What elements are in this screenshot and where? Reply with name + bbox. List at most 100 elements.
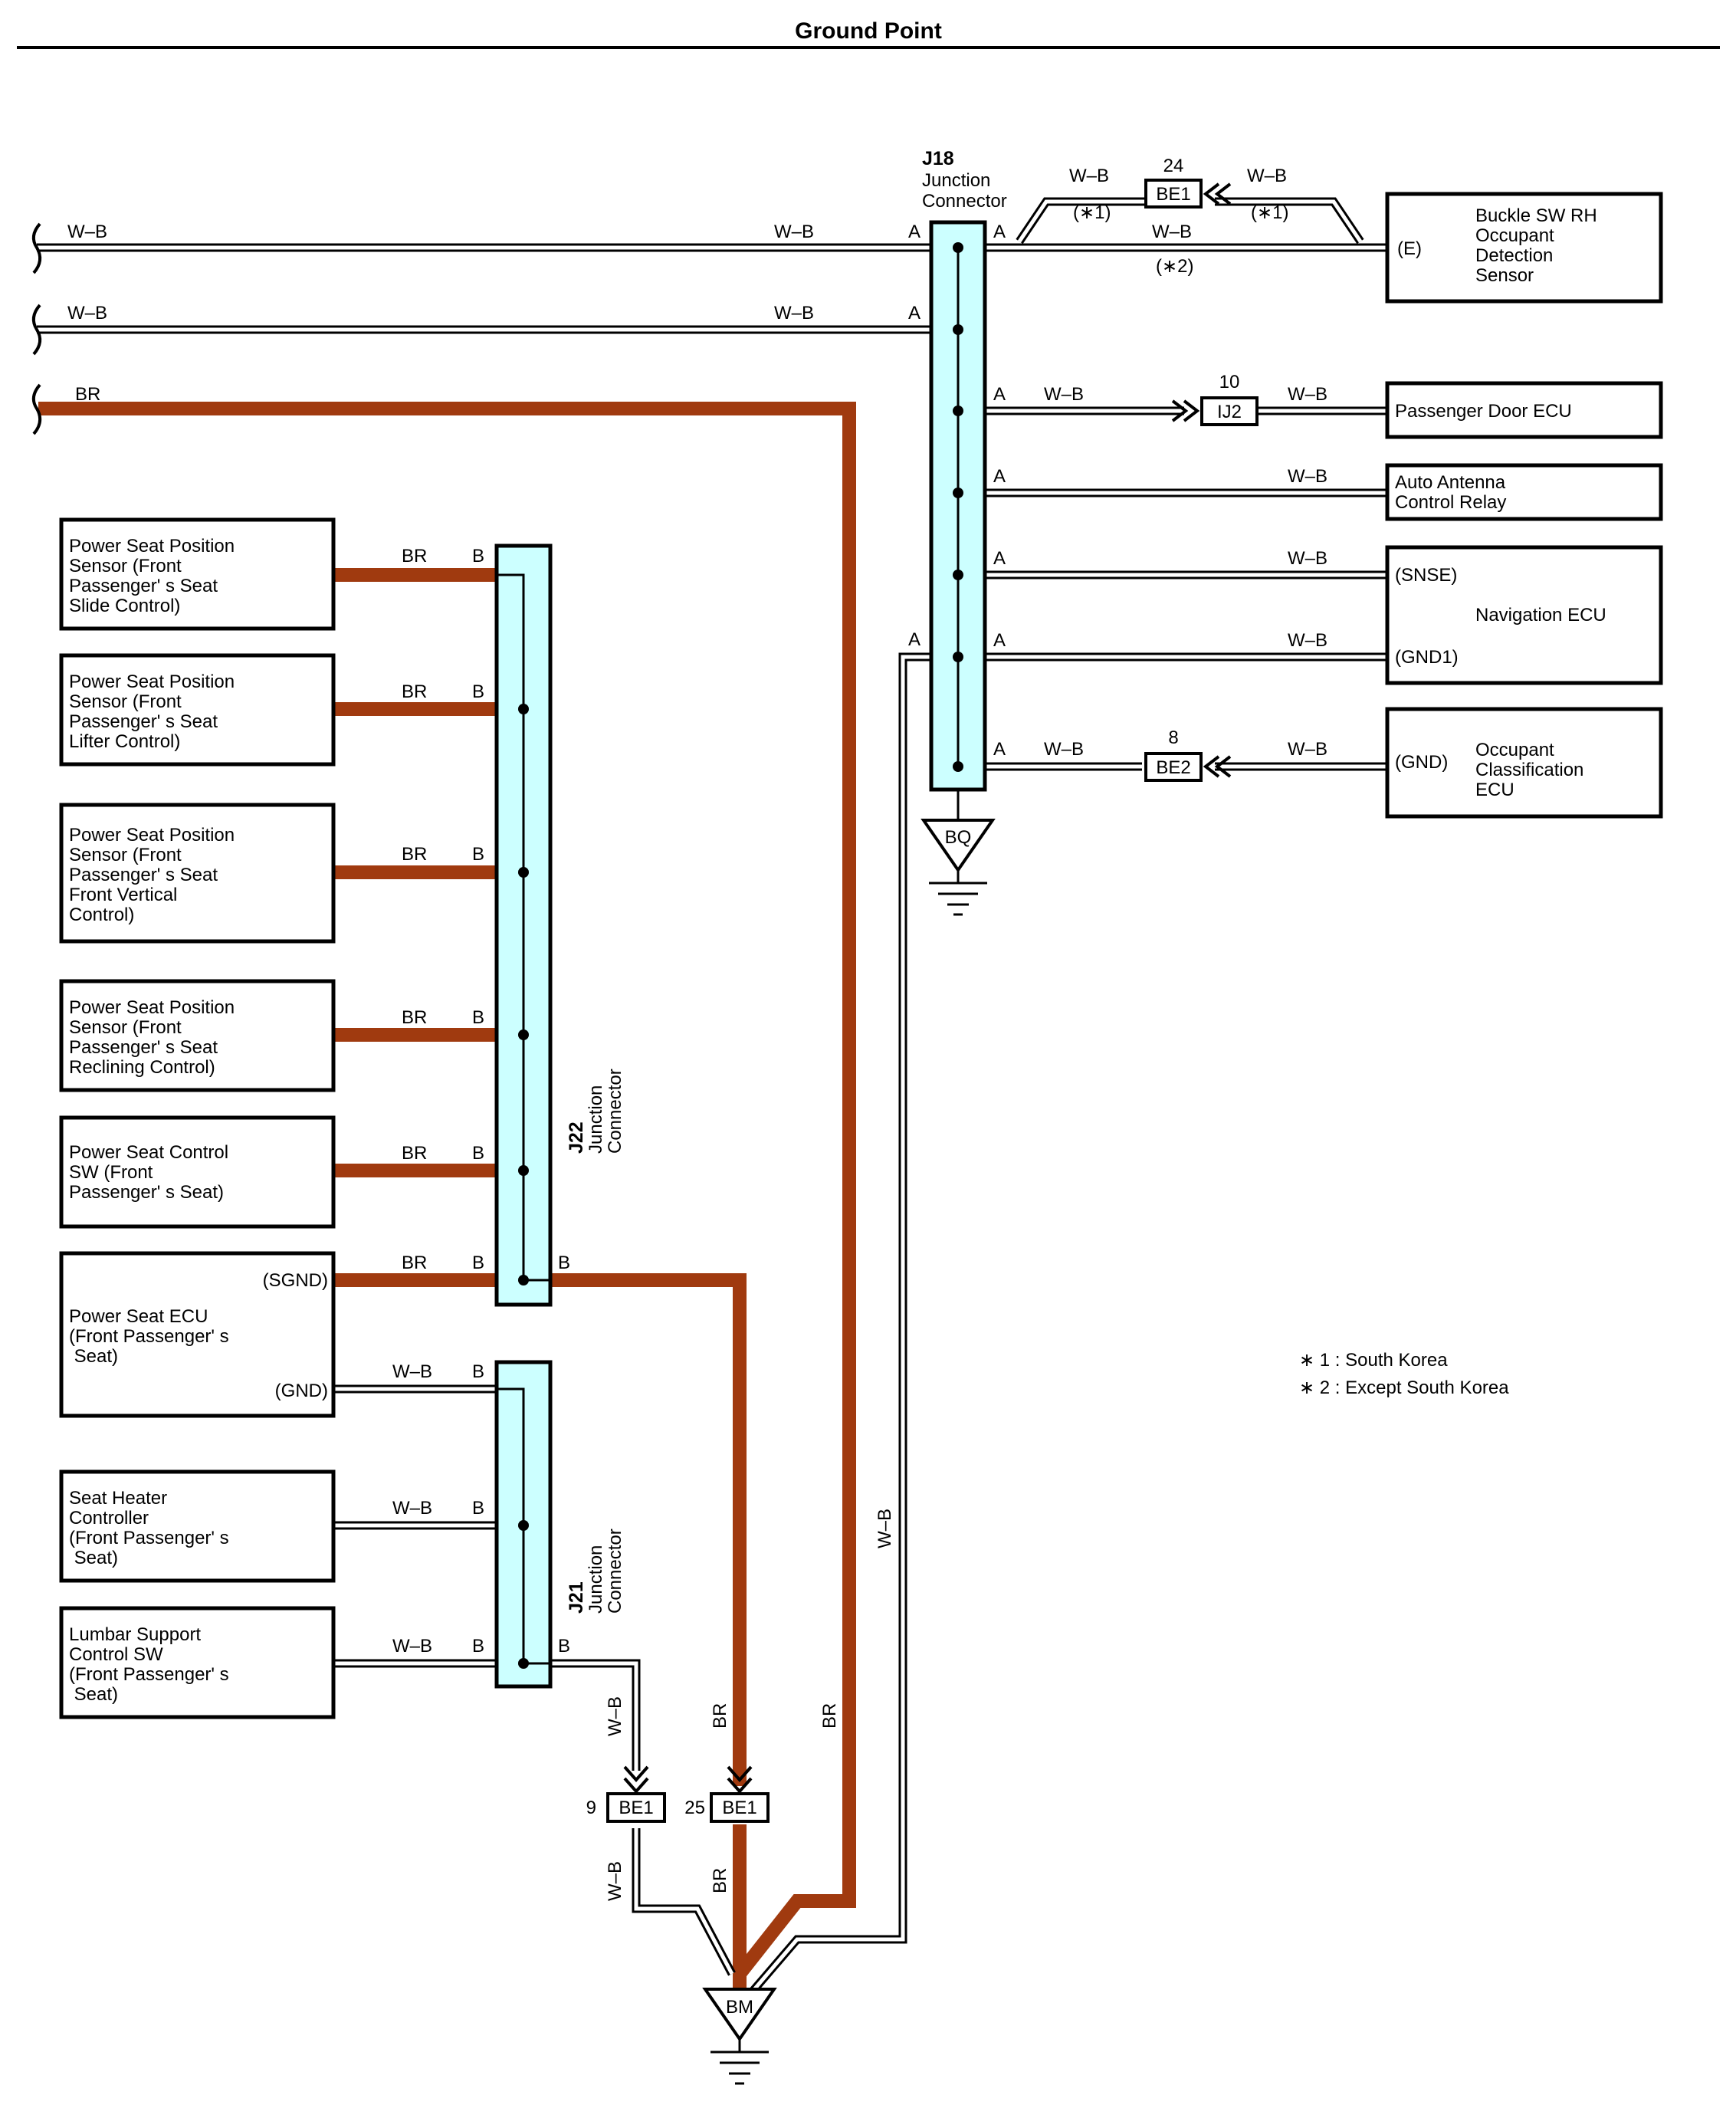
variant-note-label: (∗1): [1251, 202, 1288, 223]
ps-lifter-line4: Lifter Control): [69, 731, 180, 752]
lumbar-line2: Control SW: [69, 1644, 163, 1665]
wire-label: W–B: [1152, 222, 1192, 242]
left-wire-label-1: W–B: [67, 222, 107, 242]
wire-label: BR: [402, 1007, 427, 1028]
wire-label: W–B: [1044, 384, 1084, 405]
wire-label: W–B: [605, 1696, 625, 1736]
variant-note-label: (∗2): [1156, 256, 1193, 277]
wire-label: W–B: [1288, 739, 1327, 760]
wire-labels: W–B W–B BR W–B W–B A A A A A A A A A W–B…: [67, 166, 1327, 1901]
pin-label: A: [993, 739, 1006, 760]
ps-slide-line4: Slide Control): [69, 596, 180, 616]
ps-recline-line4: Reclining Control): [69, 1057, 215, 1078]
wire-label: W–B: [1288, 384, 1327, 405]
component-ps-recline: Power Seat Position Sensor (Front Passen…: [59, 979, 336, 1092]
pin-label: A: [993, 466, 1006, 487]
j21-name-line2: Connector: [605, 1528, 625, 1614]
connector-be2-name: BE2: [1156, 757, 1190, 778]
occ-line3: ECU: [1475, 780, 1514, 800]
note-south-korea: ∗ 1 : South Korea: [1299, 1350, 1448, 1371]
wire-label: W–B: [392, 1361, 432, 1382]
buckle-pin-e: (E): [1397, 238, 1422, 259]
ps-recline-line3: Passenger' s Seat: [69, 1037, 218, 1058]
ps-ecu-pin-sgnd: (SGND): [263, 1270, 328, 1291]
j22-name-line1: Junction: [586, 1085, 606, 1154]
component-buckle-sw: (E) Buckle SW RH Occupant Detection Sens…: [1385, 192, 1663, 304]
ps-ecu-line2: (Front Passenger' s: [69, 1326, 229, 1347]
heater-line2: Controller: [69, 1508, 149, 1528]
break-mark-2: [31, 304, 42, 356]
pin-label: A: [908, 629, 921, 650]
nav-pin-gnd1: (GND1): [1395, 647, 1459, 668]
ps-lifter-line2: Sensor (Front: [69, 691, 182, 712]
connector-be1-9-name: BE1: [619, 1798, 653, 1818]
component-ps-slide: Power Seat Position Sensor (Front Passen…: [59, 517, 336, 631]
break-mark-3: [31, 383, 42, 435]
pin-label: B: [472, 1143, 484, 1164]
component-ps-lifter: Power Seat Position Sensor (Front Passen…: [59, 653, 336, 767]
connector-be2: BE2 8: [1144, 727, 1232, 782]
ps-ecu-pin-gnd: (GND): [275, 1381, 328, 1401]
break-mark-1: [31, 222, 42, 274]
ps-lifter-line1: Power Seat Position: [69, 671, 235, 692]
wire-label: W–B: [774, 222, 814, 242]
connector-ij2: IJ2 10: [1171, 372, 1259, 426]
page-title: Ground Point: [795, 18, 942, 44]
ps-lifter-line3: Passenger' s Seat: [69, 711, 218, 732]
connector-be2-pin: 8: [1168, 727, 1178, 748]
heater-line1: Seat Heater: [69, 1488, 167, 1509]
occ-pin-gnd: (GND): [1395, 752, 1448, 773]
ground-bq: BQ: [921, 819, 996, 916]
br-wire-j22-out: [552, 1273, 747, 1786]
wire-label: W–B: [875, 1509, 895, 1548]
wire-label: W–B: [1288, 548, 1327, 569]
ps-slide-line1: Power Seat Position: [69, 536, 235, 557]
j22-id: J22: [566, 1121, 587, 1154]
occ-line1: Occupant: [1475, 740, 1554, 760]
occ-line2: Classification: [1475, 760, 1583, 780]
wire-label: BR: [402, 681, 427, 702]
j18-name-line2: Connector: [922, 191, 1007, 212]
pin-label: A: [993, 548, 1006, 569]
wire-label: BR: [710, 1703, 730, 1729]
connector-be1-9: BE1 9: [586, 1792, 666, 1823]
wire-label: W–B: [1044, 739, 1084, 760]
connector-ij2-pin: 10: [1219, 372, 1240, 392]
j21-name-line1: Junction: [586, 1545, 606, 1614]
connector-be1-25: BE1 25: [684, 1792, 770, 1823]
pin-label: B: [472, 1498, 484, 1519]
component-ps-vertical: Power Seat Position Sensor (Front Passen…: [59, 803, 336, 944]
connector-be1-24-name: BE1: [1156, 184, 1190, 205]
component-passenger-door-ecu: Passenger Door ECU: [1385, 381, 1663, 439]
pin-label: A: [993, 222, 1006, 242]
wire-label: W–B: [1247, 166, 1287, 186]
buckle-line1: Buckle SW RH: [1475, 205, 1597, 226]
nav-pin-snse: (SNSE): [1395, 565, 1457, 586]
ps-recline-line1: Power Seat Position: [69, 997, 235, 1018]
pin-label: A: [908, 222, 921, 242]
lumbar-line1: Lumbar Support: [69, 1624, 201, 1645]
lumbar-line4: Seat): [69, 1684, 118, 1705]
component-ps-control-sw: Power Seat Control SW (Front Passenger' …: [59, 1115, 336, 1229]
br-arrowhead: [727, 1765, 753, 1794]
pin-label: B: [472, 1253, 484, 1273]
wire-label: W–B: [1288, 466, 1327, 487]
connector-be1-25-name: BE1: [722, 1798, 756, 1818]
wire-label: BR: [710, 1868, 730, 1893]
ps-sw-line2: SW (Front: [69, 1162, 153, 1183]
pin-label: B: [472, 1007, 484, 1028]
pin-label: B: [558, 1636, 570, 1657]
ps-sw-line1: Power Seat Control: [69, 1142, 228, 1163]
j22-junction-connector: J22 Junction Connector: [494, 543, 625, 1307]
buckle-line2: Occupant: [1475, 225, 1554, 246]
variant-notes: ∗ 1 : South Korea ∗ 2 : Except South Kor…: [1299, 1350, 1509, 1398]
ps-ecu-line3: Seat): [69, 1346, 118, 1367]
buckle-line3: Detection: [1475, 245, 1553, 266]
ps-vertical-line2: Sensor (Front: [69, 845, 182, 865]
ps-sw-line3: Passenger' s Seat): [69, 1182, 224, 1203]
connector-be1-9-pin: 9: [586, 1798, 596, 1818]
pin-label: B: [472, 1361, 484, 1382]
j18-junction-connector: J18 Junction Connector: [922, 148, 1007, 820]
j18-id: J18: [922, 148, 954, 169]
